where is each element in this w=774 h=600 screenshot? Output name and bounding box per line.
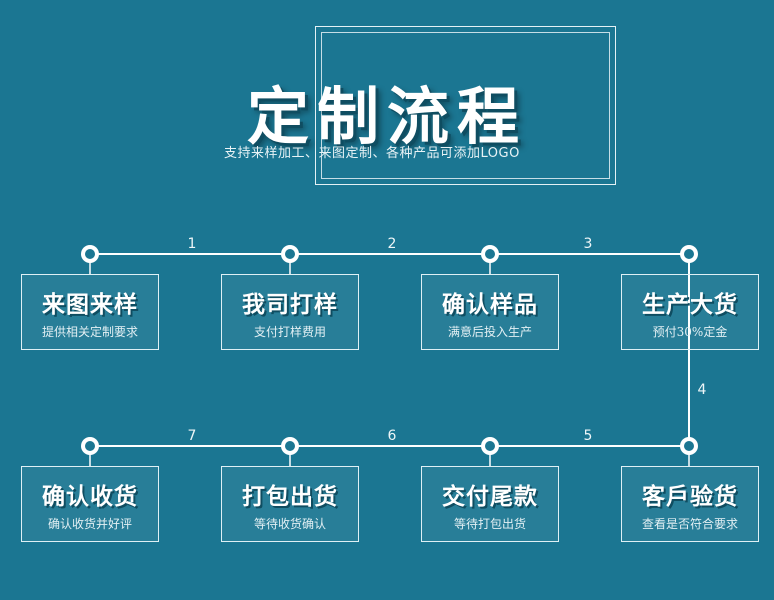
connector-label-6: 6: [387, 428, 397, 444]
node-8: [680, 437, 698, 455]
step-desc: 确认收货并好评: [47, 517, 132, 531]
step-title: 来图来样: [42, 292, 138, 318]
connector-label-7: 7: [187, 428, 197, 444]
step-box-3: 确认样品 满意后投入生产: [421, 274, 559, 350]
node-6: [281, 437, 299, 455]
connector-label-3: 3: [583, 236, 593, 252]
node-4: [680, 245, 698, 263]
step-desc: 等待打包出货: [453, 517, 526, 531]
step-title: 确认收货: [42, 484, 138, 510]
step-box-4: 生产大货 预付30%定金: [621, 274, 759, 350]
step-desc: 提供相关定制要求: [41, 325, 138, 339]
node-2: [281, 245, 299, 263]
title-frame-outer: [315, 26, 616, 185]
step-desc: 支付打样费用: [253, 325, 326, 339]
connector-label-5: 5: [583, 428, 593, 444]
title-frame-inner: [321, 32, 610, 179]
page-subtitle: 支持来样加工、来图定制、各种产品可添加LOGO: [224, 146, 520, 161]
node-3: [481, 245, 499, 263]
step-title: 我司打样: [242, 292, 338, 318]
step-desc: 预付30%定金: [652, 325, 728, 339]
connector-label-2: 2: [387, 236, 397, 252]
step-title: 生产大货: [642, 292, 738, 318]
connector-label-4: 4: [697, 382, 707, 398]
step-box-2: 我司打样 支付打样费用: [221, 274, 359, 350]
step-title: 打包出货: [242, 484, 338, 510]
step-box-8: 确认收货 确认收货并好评: [21, 466, 159, 542]
page-title: 定制流程: [246, 80, 527, 153]
step-desc: 查看是否符合要求: [641, 517, 738, 531]
step-box-5: 客戶验货 查看是否符合要求: [621, 466, 759, 542]
connector-label-1: 1: [187, 236, 197, 252]
node-5: [81, 437, 99, 455]
node-1: [81, 245, 99, 263]
node-7: [481, 437, 499, 455]
step-title: 客戶验货: [642, 484, 738, 510]
step-title: 确认样品: [442, 292, 538, 318]
step-box-7: 打包出货 等待收货确认: [221, 466, 359, 542]
step-box-6: 交付尾款 等待打包出货: [421, 466, 559, 542]
step-desc: 等待收货确认: [253, 517, 326, 531]
step-box-1: 来图来样 提供相关定制要求: [21, 274, 159, 350]
step-desc: 满意后投入生产: [447, 325, 532, 339]
step-title: 交付尾款: [442, 484, 538, 510]
